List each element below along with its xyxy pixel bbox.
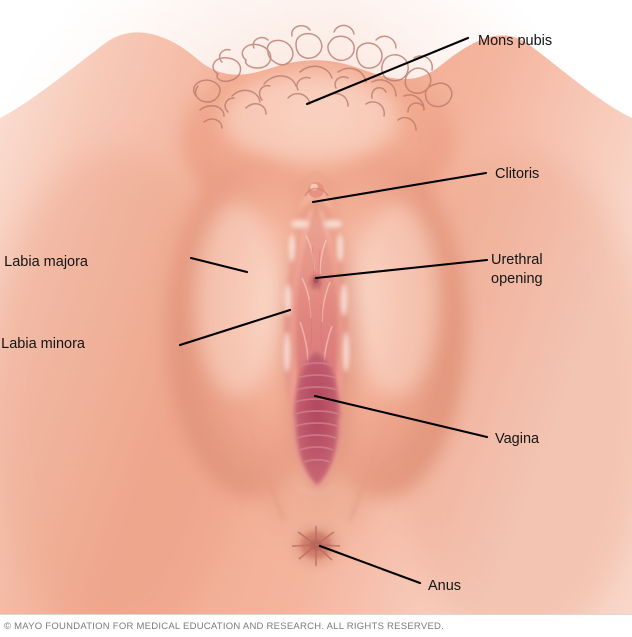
label-vagina: Vagina	[495, 431, 540, 447]
labia-majora-left-highlight	[196, 204, 280, 396]
mucosa-highlights	[283, 220, 350, 372]
label-mons-pubis: Mons pubis	[478, 33, 553, 49]
label-anus: Anus	[428, 578, 462, 594]
prepuce-fold-right	[315, 170, 333, 191]
copyright-text: © MAYO FOUNDATION FOR MEDICAL EDUCATION …	[4, 620, 445, 632]
leader-line-labia-minora	[178, 308, 292, 347]
hymenal-rim	[292, 417, 342, 492]
anatomy-illustration	[0, 24, 632, 614]
prepuce-fold-left	[299, 170, 317, 191]
clitoris-outline	[304, 187, 329, 197]
posterior-fourchette	[298, 484, 336, 496]
leader-line-urethral-opening	[314, 258, 489, 280]
leader-line-mons-pubis	[305, 36, 470, 106]
caption-bar: © MAYO FOUNDATION FOR MEDICAL EDUCATION …	[0, 614, 632, 637]
labia-minora-left	[284, 204, 316, 482]
label-urethral-opening: Urethral opening	[491, 252, 543, 287]
leader-line-vagina	[313, 394, 489, 439]
vulva-cleft	[281, 170, 359, 496]
label-labia-majora: Labia majora	[4, 254, 88, 270]
pubic-hair	[193, 24, 453, 131]
label-clitoris: Clitoris	[495, 166, 540, 182]
leader-line-anus	[318, 544, 422, 585]
anus-region	[282, 515, 350, 575]
leader-line-labia-majora	[189, 256, 249, 274]
labia-majora-right-highlight	[354, 204, 438, 396]
label-labia-minora: Labia minora	[1, 336, 85, 352]
leader-line-clitoris	[311, 171, 488, 204]
leader-lines	[178, 36, 489, 585]
mons-highlight	[222, 74, 398, 162]
